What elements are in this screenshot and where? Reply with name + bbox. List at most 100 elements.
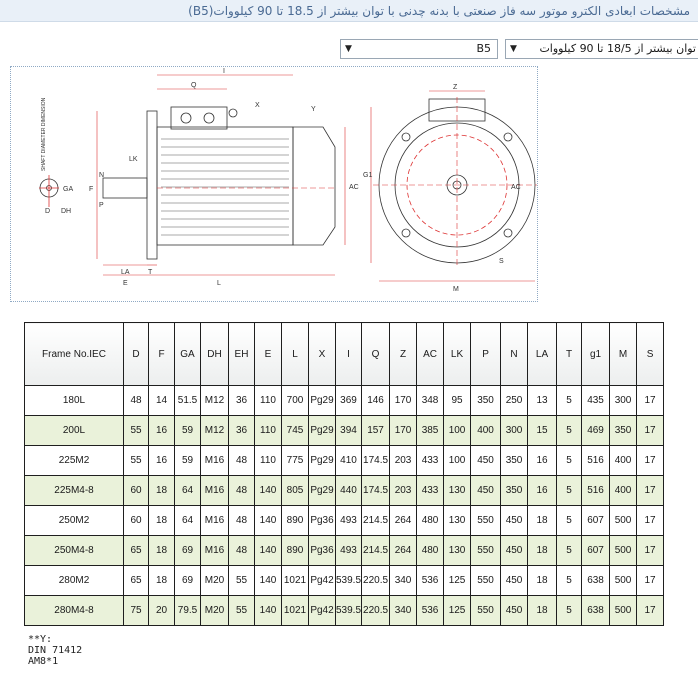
table-cell: 130 (443, 535, 472, 566)
dim-label-N: N (99, 172, 104, 179)
table-cell: 18 (527, 535, 558, 566)
column-header: Z (389, 322, 418, 386)
table-cell: 516 (581, 475, 611, 506)
table-cell: 170 (389, 415, 418, 446)
column-header: LA (527, 322, 558, 386)
table-cell: 140 (254, 475, 282, 506)
filter-bar: B5 ▼ توان بیشتر از 18/5 تا 90 کیلووات ▼ (0, 39, 698, 59)
dim-label-M: M (453, 286, 459, 293)
table-cell: 110 (254, 415, 282, 446)
table-cell: 214.5 (361, 535, 391, 566)
table-cell: 110 (254, 445, 282, 476)
dim-label-Z: Z (453, 84, 458, 91)
power-range-select[interactable]: توان بیشتر از 18/5 تا 90 کیلووات ▼ (505, 39, 698, 59)
column-header: AC (416, 322, 445, 386)
dimensions-table: Frame No.IEC D F GA DH EH E L X I Q Z AC… (24, 322, 665, 626)
fan-cover (292, 126, 336, 246)
table-cell: 140 (254, 565, 282, 596)
table-cell: 16 (527, 475, 558, 506)
table-cell: 450 (500, 595, 529, 626)
table-cell: 469 (581, 415, 611, 446)
mounting-select-value: B5 (476, 42, 491, 55)
dim-label-F: F (89, 186, 93, 193)
table-cell: 300 (500, 415, 529, 446)
table-cell: 140 (254, 505, 282, 536)
table-cell: 69 (174, 535, 201, 566)
table-cell: 100 (443, 415, 472, 446)
table-cell: 433 (416, 445, 445, 476)
table-cell: 95 (443, 385, 472, 416)
shaft-note: SHAFT DIAMETER DIMENSION (41, 97, 47, 171)
table-cell: 130 (443, 505, 472, 536)
frame-cell: 200L (24, 415, 124, 446)
table-cell: Pg42 (308, 595, 336, 626)
table-cell: 805 (281, 475, 309, 506)
table-cell: 350 (609, 415, 638, 446)
dim-label-L: L (217, 280, 221, 287)
dim-label-S: S (499, 258, 504, 265)
table-cell: Pg42 (308, 565, 336, 596)
footnotes: **Y: DIN 71412 AM8*1 (28, 634, 82, 667)
flange-plate (146, 110, 158, 260)
table-cell: Pg36 (308, 505, 336, 536)
table-cell: 350 (500, 475, 529, 506)
table-cell: 214.5 (361, 505, 391, 536)
footnote-line: DIN 71412 (28, 645, 83, 656)
table-cell: 1021 (281, 595, 309, 626)
table-cell: 493 (334, 505, 363, 536)
table-cell: M12 (200, 385, 229, 416)
table-cell: 59 (174, 445, 201, 476)
table-cell: 500 (609, 505, 638, 536)
table-cell: 130 (443, 475, 472, 506)
table-header-row: Frame No.IEC D F GA DH EH E L X I Q Z AC… (24, 322, 665, 386)
table-cell: M20 (200, 565, 229, 596)
table-cell: 18 (527, 565, 558, 596)
table-cell: 400 (609, 475, 638, 506)
table-cell: M16 (200, 505, 229, 536)
table-cell: 700 (281, 385, 309, 416)
table-cell: 433 (416, 475, 445, 506)
power-range-select-value: توان بیشتر از 18/5 تا 90 کیلووات (539, 42, 696, 55)
column-header: g1 (581, 322, 611, 386)
table-cell: 140 (254, 595, 282, 626)
table-cell: 350 (470, 385, 502, 416)
table-cell: 500 (609, 535, 638, 566)
table-cell: 450 (500, 535, 529, 566)
frame-cell: 250M2 (24, 505, 124, 536)
mounting-select[interactable]: B5 ▼ (340, 39, 498, 59)
dim-label-I: I (223, 68, 225, 75)
table-cell: 17 (636, 595, 665, 626)
table-cell: 65 (123, 535, 149, 566)
column-header: GA (174, 322, 201, 386)
table-cell: 220.5 (361, 565, 391, 596)
table-cell: 60 (123, 505, 149, 536)
table-cell: M16 (200, 445, 229, 476)
column-header: F (148, 322, 175, 386)
table-cell: 36 (228, 385, 255, 416)
table-cell: Pg29 (308, 445, 336, 476)
table-cell: Pg36 (308, 535, 336, 566)
table-cell: 450 (500, 505, 529, 536)
table-cell: 36 (228, 415, 255, 446)
table-cell: 18 (148, 535, 175, 566)
table-cell: 55 (228, 595, 255, 626)
table-cell: 174.5 (361, 475, 391, 506)
table-cell: 500 (609, 565, 638, 596)
table-cell: 348 (416, 385, 445, 416)
terminal-box (170, 106, 228, 130)
table-cell: 493 (334, 535, 363, 566)
table-cell: 400 (470, 415, 502, 446)
column-header: DH (200, 322, 229, 386)
dim-label-LA: LA (121, 269, 130, 276)
chevron-down-icon: ▼ (510, 44, 517, 54)
table-cell: 638 (581, 565, 611, 596)
table-cell: 65 (123, 565, 149, 596)
column-header: EH (228, 322, 255, 386)
page-title: مشخصات ابعادی الکترو موتور سه فاز صنعتی … (0, 0, 698, 22)
column-header: X (308, 322, 336, 386)
table-cell: 16 (148, 415, 175, 446)
